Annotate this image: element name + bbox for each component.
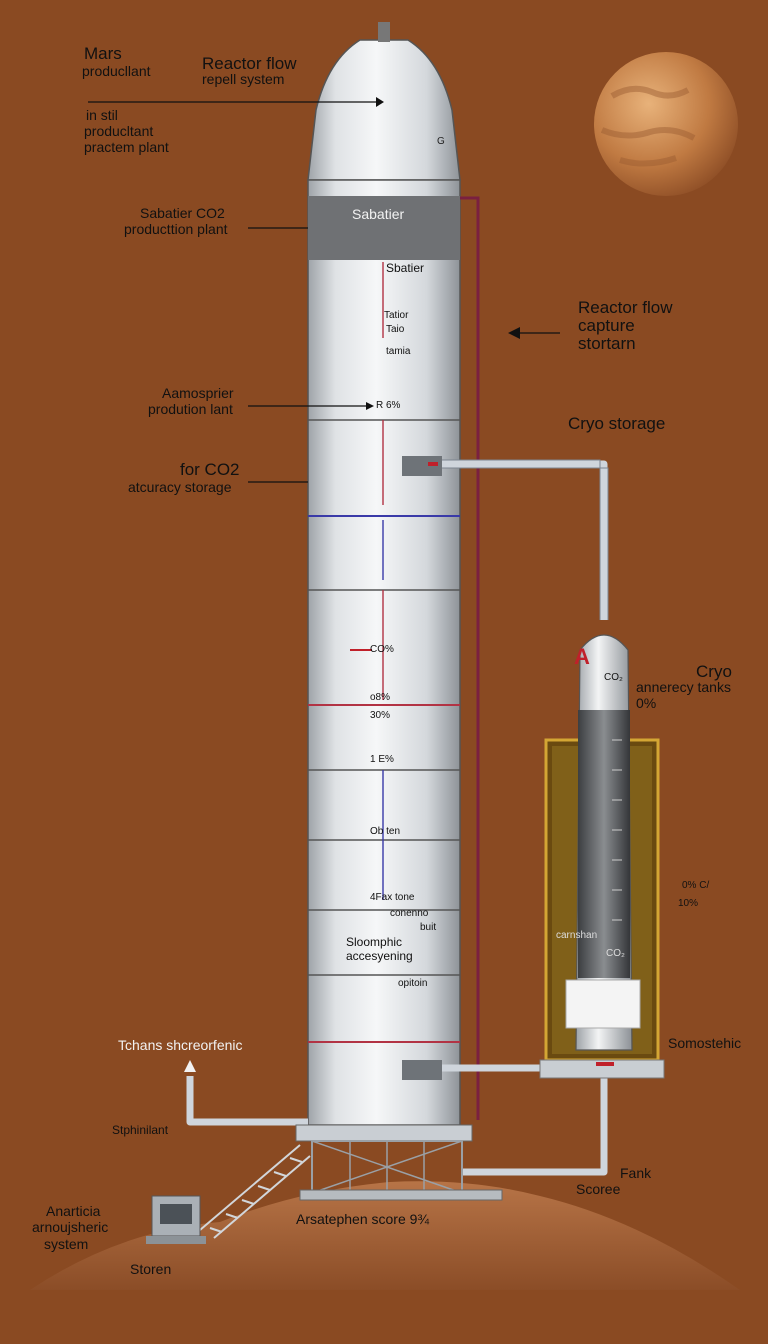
label-cryo-1: Cryo — [696, 662, 732, 681]
label-somostehic: Somostehic — [668, 1035, 742, 1051]
arrow-right-atmos — [366, 402, 374, 410]
label-storen: Storen — [130, 1261, 172, 1277]
label-g-mark: G — [437, 136, 445, 147]
label-o8-pct: o8% — [370, 692, 391, 703]
label-stphinilant: Stphinilant — [112, 1123, 169, 1137]
label-forco2-2: atcuracy storage — [128, 479, 232, 495]
stairs — [199, 1144, 311, 1239]
launch-platform — [295, 1124, 503, 1201]
leader-lines — [88, 101, 560, 483]
rocket-sections — [308, 419, 460, 976]
label-fank: Fank — [620, 1165, 652, 1181]
label-r-pct: R 6% — [376, 400, 401, 411]
arrow-left-reactor — [508, 327, 520, 339]
cryo-base-plate — [539, 1059, 665, 1079]
label-carnshan: carnshan — [556, 930, 598, 941]
label-stoom-1: Sloomphic — [346, 935, 403, 949]
label-sbatier: Sbatier — [386, 261, 425, 275]
label-co-pct: CO% — [370, 644, 394, 655]
label-forco2-1: for CO2 — [180, 460, 240, 479]
label-buit: buit — [420, 922, 437, 933]
label-opitoin: opitoin — [398, 978, 428, 989]
label-sabatier-1: Sabatier CO2 — [140, 205, 225, 221]
label-pct-side-2: 10% — [678, 898, 699, 909]
cryo-scale — [612, 739, 622, 921]
label-reactor-top-1: Reactor flow — [202, 54, 297, 73]
label-arsatephen: Arsatephen score 9¾ — [296, 1211, 430, 1227]
label-cryo-storage: Cryo storage — [568, 414, 666, 433]
red-wire — [460, 196, 480, 1120]
label-co-tank: CO₂ — [604, 672, 623, 683]
label-anarticia-3: system — [44, 1236, 89, 1252]
rocket-body — [307, 179, 461, 1126]
label-tamia: tamia — [386, 346, 411, 357]
rocket-tip — [378, 22, 390, 42]
cryo-tank-base — [565, 979, 641, 1029]
arrow-up-tchans — [184, 1060, 196, 1072]
cryo-red-mark: A — [574, 644, 590, 669]
label-conenno: conenno — [390, 908, 429, 919]
label-anarticia-2: arnoujsheric — [32, 1219, 109, 1235]
label-mars-title: Mars — [84, 44, 122, 63]
label-mars-sub: producllant — [82, 63, 151, 79]
label-sabatier-2: producttion plant — [124, 221, 228, 237]
red-detail-2 — [596, 1062, 614, 1066]
label-reactor-right-2: capture — [578, 316, 635, 335]
label-reactor-right-1: Reactor flow — [578, 298, 673, 317]
rocket-band-sabatier — [308, 196, 460, 260]
label-stoom-2: accesyening — [346, 949, 413, 963]
label-anarticia-1: Anarticia — [46, 1203, 101, 1219]
label-fax-tone: 4Fax tone — [370, 892, 415, 903]
label-atmos-2: prodution lant — [148, 401, 233, 417]
cryo-tank-fill — [578, 710, 630, 978]
label-insitu-1: in stil — [86, 107, 118, 123]
label-taio: Taio — [386, 324, 405, 335]
pipe-flange-bottom — [402, 1060, 442, 1080]
pipe-outlines — [440, 459, 609, 620]
label-cryo-2: annerecy tanks — [636, 679, 731, 695]
label-reactor-right-3: stortarn — [578, 334, 636, 353]
pipe-flange-top — [402, 456, 442, 476]
label-insitu-3: practem plant — [84, 139, 169, 155]
label-co-small: CO₂ — [606, 948, 625, 959]
label-1e-pct: 1 E% — [370, 754, 394, 765]
label-pct-side-1: 0% C/ — [682, 880, 710, 891]
label-30-pct: 30% — [370, 710, 391, 721]
label-sabatier-band: Sabatier — [352, 206, 405, 222]
equipment-box — [146, 1195, 206, 1244]
label-tatior: Tatior — [384, 310, 409, 321]
mars-planet — [594, 52, 738, 196]
ground-mound — [30, 1181, 740, 1290]
arrow-right-top — [376, 97, 384, 107]
label-atmos-1: Aamosprier — [162, 385, 234, 401]
label-insitu-2: producltant — [84, 123, 154, 139]
label-ob-ten: Ob ten — [370, 826, 401, 837]
label-reactor-top-2: repell system — [202, 71, 285, 87]
red-detail-1 — [428, 462, 438, 466]
rocket-nose — [307, 39, 461, 181]
label-scoree: Scoree — [576, 1181, 621, 1197]
label-tchans: Tchans shcreorfenic — [118, 1037, 243, 1053]
label-cryo-3: 0% — [636, 695, 657, 711]
